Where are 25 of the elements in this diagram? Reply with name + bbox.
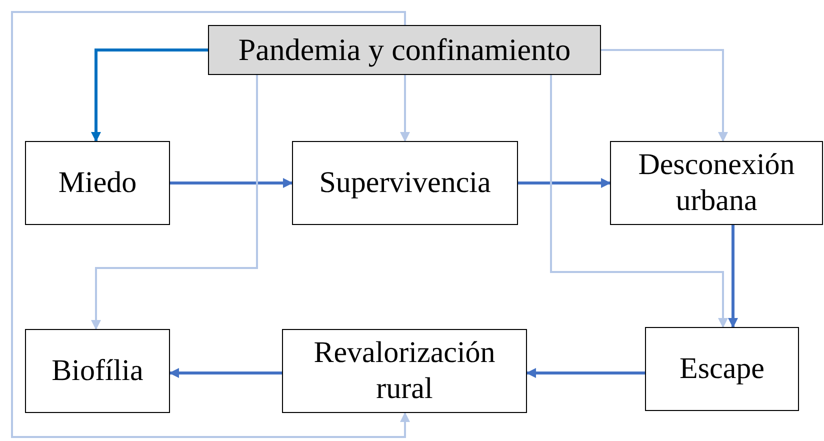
arrow bbox=[400, 75, 410, 142]
arrow bbox=[518, 178, 611, 188]
concept-box bbox=[645, 327, 799, 411]
concept-box bbox=[282, 329, 527, 413]
arrow bbox=[91, 48, 208, 142]
box-label: Pandemia y confinamiento bbox=[238, 31, 571, 69]
concept-box bbox=[25, 141, 170, 225]
arrow bbox=[91, 75, 258, 330]
arrow bbox=[11, 11, 410, 438]
box-label: Escape bbox=[680, 351, 764, 387]
concept-box bbox=[25, 329, 170, 413]
box-label: Miedo bbox=[58, 165, 137, 201]
concept-box bbox=[610, 141, 823, 225]
arrow bbox=[169, 368, 282, 378]
arrow bbox=[550, 75, 728, 328]
box-label: Revalorización rural bbox=[312, 335, 496, 407]
arrow bbox=[526, 368, 645, 378]
box-label: Biofília bbox=[52, 353, 144, 389]
arrow bbox=[170, 178, 293, 188]
box-label: Supervivencia bbox=[319, 165, 491, 201]
heading-box bbox=[208, 25, 601, 75]
arrow bbox=[601, 49, 728, 142]
box-label: Desconexión urbana bbox=[637, 147, 796, 219]
arrow bbox=[728, 225, 738, 328]
concept-box bbox=[292, 141, 518, 225]
